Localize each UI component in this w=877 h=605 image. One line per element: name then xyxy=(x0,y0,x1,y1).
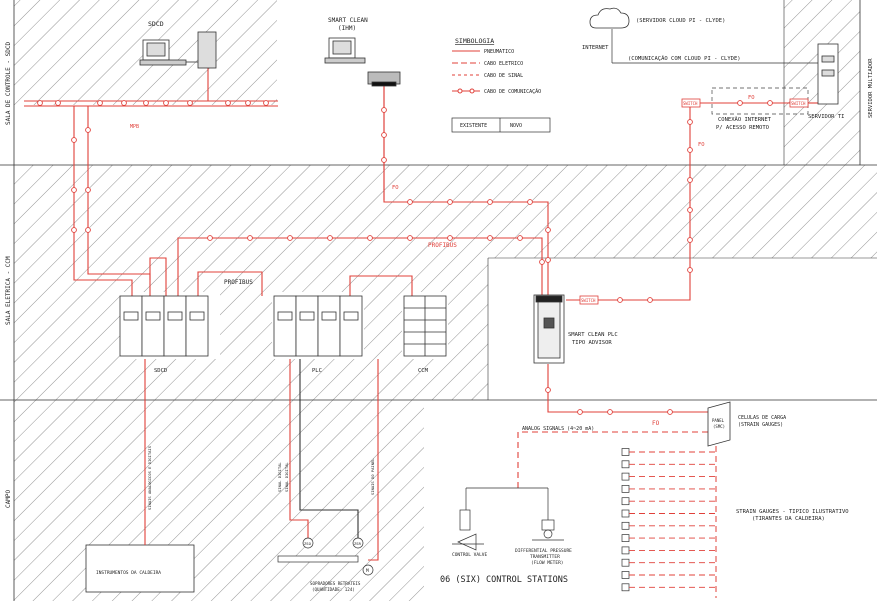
strain-gauge-box xyxy=(621,534,630,542)
legend: SIMBOLOGIA PNEUMATICO CABO ELETRICO CABO… xyxy=(451,37,551,133)
strain-gauge-box xyxy=(621,583,630,592)
cloud-comm-label: (COMUNICAÇÃO COM CLOUD PI - CLYDE) xyxy=(628,55,741,62)
strain-gauge-box xyxy=(621,558,630,567)
fo-label-hmi: FO xyxy=(392,185,399,191)
strain-gauge-box xyxy=(621,509,630,518)
strain-gauge-box xyxy=(621,571,630,579)
legend-item-2: CABO DE SINAL xyxy=(484,73,523,79)
dp-label-3: (FLOW METER) xyxy=(531,560,564,566)
fo-label-top: FO xyxy=(748,95,755,101)
motor-label: M xyxy=(366,568,369,574)
legend-existente: EXISTENTE xyxy=(460,123,487,129)
conexao-label-2: P/ ACESSO REMOTO xyxy=(716,125,769,131)
ccm-cabinet xyxy=(403,295,447,357)
profibus-label-2: PROFIBUS xyxy=(224,279,253,286)
celulas-label-1: CELULAS DE CARGA xyxy=(738,415,786,421)
hmi-label-1: SMART CLEAN xyxy=(328,17,368,24)
conexao-label-1: CONEXÃO INTERNET xyxy=(718,116,772,123)
switch-2-label: SWITCH xyxy=(791,101,806,106)
strain-label-1: STRAIN GAUGES - TIPICO ILUSTRATIVO xyxy=(736,509,849,515)
field-white-area xyxy=(424,400,877,601)
zone-electrical-room: SALA ELETRICA - CCM xyxy=(5,256,12,325)
hatch-field xyxy=(14,400,424,601)
cloud-icon xyxy=(589,7,630,29)
strain-gauge-box xyxy=(621,448,630,456)
sinais-analogicos: SINAIS ANALOGICOS E DIGITAIS xyxy=(147,445,152,510)
celulas-label-2: (STRAIN GAUGES) xyxy=(738,422,783,428)
sdcd-cabinets xyxy=(119,295,209,357)
hmi-label-2: (IHM) xyxy=(338,25,356,32)
smart-clean-hmi xyxy=(324,37,401,87)
sopradores xyxy=(277,537,374,576)
ccm-cab-label: CCM xyxy=(418,368,429,374)
switch-3 xyxy=(579,295,599,305)
analog-label: ANALOG SIGNALS (4~20 mA) xyxy=(522,426,594,432)
profibus-label-1: PROFIBUS xyxy=(428,242,457,249)
legend-item-3: CABO DE COMUNICAÇÃO xyxy=(484,88,541,95)
instrumentos-box xyxy=(85,544,195,593)
panel-smc xyxy=(707,401,731,447)
panel-label-1: PANEL xyxy=(712,418,725,423)
legend-novo: NOVO xyxy=(510,123,522,129)
smart-plc-label-1: SMART CLEAN PLC xyxy=(568,332,618,338)
fo-label-panel: FO xyxy=(652,420,660,427)
cloud-label: (SERVIDOR CLOUD PI - CLYDE) xyxy=(636,18,725,24)
strain-gauge-box xyxy=(621,485,630,493)
strain-label-2: (TIRANTES DA CALDEIRA) xyxy=(752,516,825,522)
internet-label: INTERNET xyxy=(582,45,609,51)
sinais-painel: SINAIS DO PAINEL xyxy=(370,458,375,495)
zone-field: CAMPO xyxy=(5,490,12,508)
sopradores-label-2: (QUANTIDADE: 124) xyxy=(312,587,355,592)
smart-plc-label-2: TIPO ADVISOR xyxy=(572,340,612,346)
control-stations-label: 06 (SIX) CONTROL STATIONS xyxy=(440,575,568,585)
switch-2 xyxy=(789,98,809,108)
sdcd-cab-label: SDCD xyxy=(154,368,167,374)
plc-cabinets xyxy=(273,295,363,357)
strain-gauge-box xyxy=(621,546,630,555)
switch-3-label: SWITCH xyxy=(581,298,596,303)
hatched-regions xyxy=(14,0,877,601)
communication-cables xyxy=(24,68,818,561)
control-valve-label: CONTROL VALVE xyxy=(452,552,488,558)
sdcd-workstation xyxy=(139,31,217,69)
strain-gauge-box xyxy=(621,521,630,530)
servidor-ti-label: SERVIDOR TI xyxy=(808,114,844,120)
dp-label-1: DIFFERENTIAL PRESSURE xyxy=(515,548,572,554)
strain-gauge-box xyxy=(621,460,630,469)
strain-gauge-box xyxy=(621,472,630,481)
control-stations xyxy=(452,487,564,551)
control-white-area xyxy=(277,0,784,165)
zone-control-room: SALA DE CONTROLE - SDCD xyxy=(5,42,12,125)
sinal-digital-2: SINAL DIGITAL xyxy=(284,462,289,492)
strain-gauges xyxy=(621,446,717,598)
cable-nodes xyxy=(37,100,773,415)
switch-1 xyxy=(681,98,701,108)
zone-right-strip: SERVIDOR MULTIADOR xyxy=(868,58,874,118)
sinal-digital-1: SINAL DIGITAL xyxy=(277,462,282,492)
mpb-label: MPB xyxy=(130,124,139,130)
dp-label-2: TRANSMITTER xyxy=(530,554,560,560)
switch-1-label: SWITCH xyxy=(683,101,698,106)
servidor-ti xyxy=(817,43,839,105)
sopradores-label-1: SOPRADORES RETRATEIS xyxy=(310,581,361,586)
legend-item-1: CABO ELETRICO xyxy=(484,61,523,67)
sdcd-top-label: SDCD xyxy=(148,20,164,28)
panel-label-2: (SMC) xyxy=(713,424,725,429)
hatch-electrical-room xyxy=(14,165,877,400)
fo-label-right: FO xyxy=(698,142,705,148)
smart-clean-plc xyxy=(533,294,565,364)
plc-cab-label: PLC xyxy=(312,368,322,374)
control-white-lower xyxy=(14,105,277,165)
zso-label: ZSO xyxy=(304,541,312,546)
legend-item-0: PNEUMATICO xyxy=(484,49,514,55)
zsr-label: ZSR xyxy=(354,541,362,546)
instrumentos-label: INSTRUMENTOS DA CALDEIRA xyxy=(96,570,161,576)
legend-title: SIMBOLOGIA xyxy=(455,37,494,45)
strain-gauge-box xyxy=(621,497,630,506)
